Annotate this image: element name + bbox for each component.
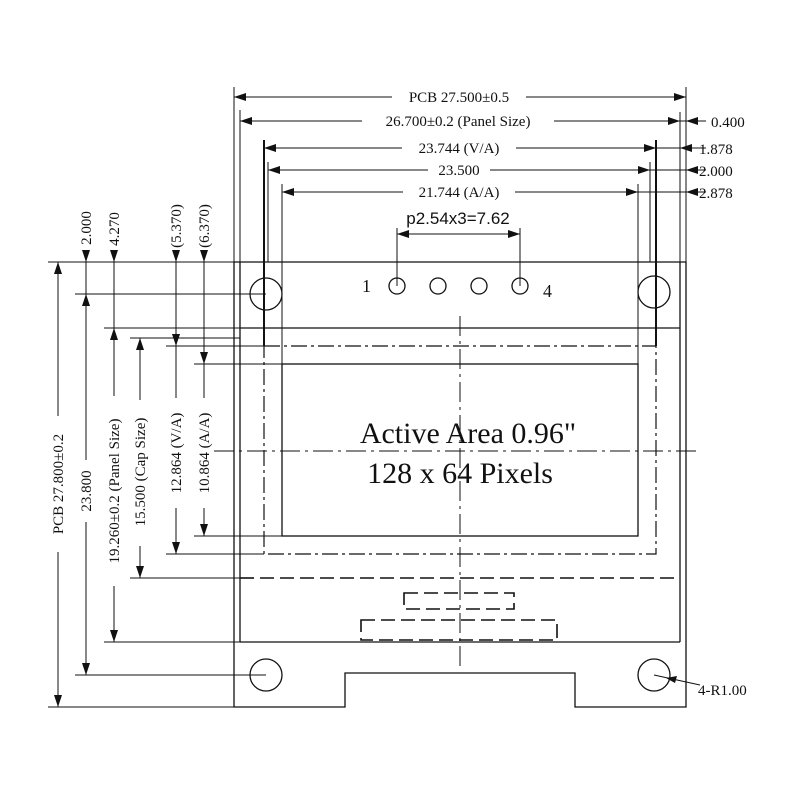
arrowhead [200,524,208,536]
arrowhead [626,188,638,196]
arrowhead [264,144,276,152]
dim-panel-height: 19.260±0.2 (Panel Size) [107,419,123,564]
dim-pcb-width: PCB 27.500±0.5 [409,90,509,106]
arrowhead [136,338,144,350]
arrowhead [638,166,650,174]
dim-offset-1878: 1.878 [699,142,733,158]
dim-aa-width: 21.744 (A/A) [419,185,500,201]
arrowhead [268,166,280,174]
arrowhead [674,93,686,101]
dim-top-2000: 2.000 [79,211,95,245]
pin-2 [429,277,447,295]
dim-panel-width: 26.700±0.2 (Panel Size) [386,114,531,130]
arrowhead [82,250,90,262]
arrowhead [282,188,294,196]
mounting-hole-bottom-right [637,658,671,692]
dim-aa-height: 10.864 (A/A) [197,413,213,494]
fpc-outline [360,619,558,641]
arrowhead [82,663,90,675]
arrowhead [172,542,180,554]
arrowhead [686,117,698,125]
arrowhead [234,93,246,101]
dim-top-4270: 4.270 [107,212,123,246]
arrowhead [110,250,118,262]
dim-offset-0400: 0.400 [711,115,745,131]
dim-width-23500: 23.500 [438,163,479,179]
leader-line-radius [653,674,701,686]
arrowhead [508,230,520,238]
arrowhead [668,117,680,125]
arrowhead [666,676,677,683]
dim-top-6370: (6.370) [197,204,213,248]
dim-offset-2000: 2.000 [699,164,733,180]
dim-va-height: 12.864 (V/A) [169,413,185,494]
dim-top-5370: (5.370) [169,204,185,248]
arrowhead [172,334,180,346]
dim-pitch: p2.54x3=7.62 [406,209,510,228]
arrowhead [686,166,698,174]
arrowhead [200,250,208,262]
dim-offset-2878: 2.878 [699,186,733,202]
active-area-title: Active Area 0.96" [360,417,576,450]
mounting-hole-top-right [637,275,671,309]
arrowhead [110,630,118,642]
arrowhead [240,117,252,125]
arrowhead [644,144,656,152]
arrowhead [136,566,144,578]
pin-last-label: 4 [543,281,552,301]
arrowhead [397,230,409,238]
dim-cap-height: 15.500 (Cap Size) [133,418,149,527]
arrowhead [172,250,180,262]
arrowhead [680,144,692,152]
dim-pcb-height: PCB 27.800±0.2 [51,434,67,534]
pcb-outline [233,261,687,708]
arrowhead [54,262,62,274]
ic-outline-small [403,592,515,610]
arrowhead [82,294,90,306]
dim-va-width: 23.744 (V/A) [419,141,500,157]
arrowhead [686,188,698,196]
arrowhead [110,328,118,340]
dim-height-23800: 23.800 [79,470,95,511]
pin-3 [470,277,488,295]
pin-first-label: 1 [362,276,371,296]
arrowhead [54,695,62,707]
dim-corner-radius: 4-R1.00 [698,683,747,699]
arrowhead [200,352,208,364]
active-area-pixels: 128 x 64 Pixels [367,457,553,490]
